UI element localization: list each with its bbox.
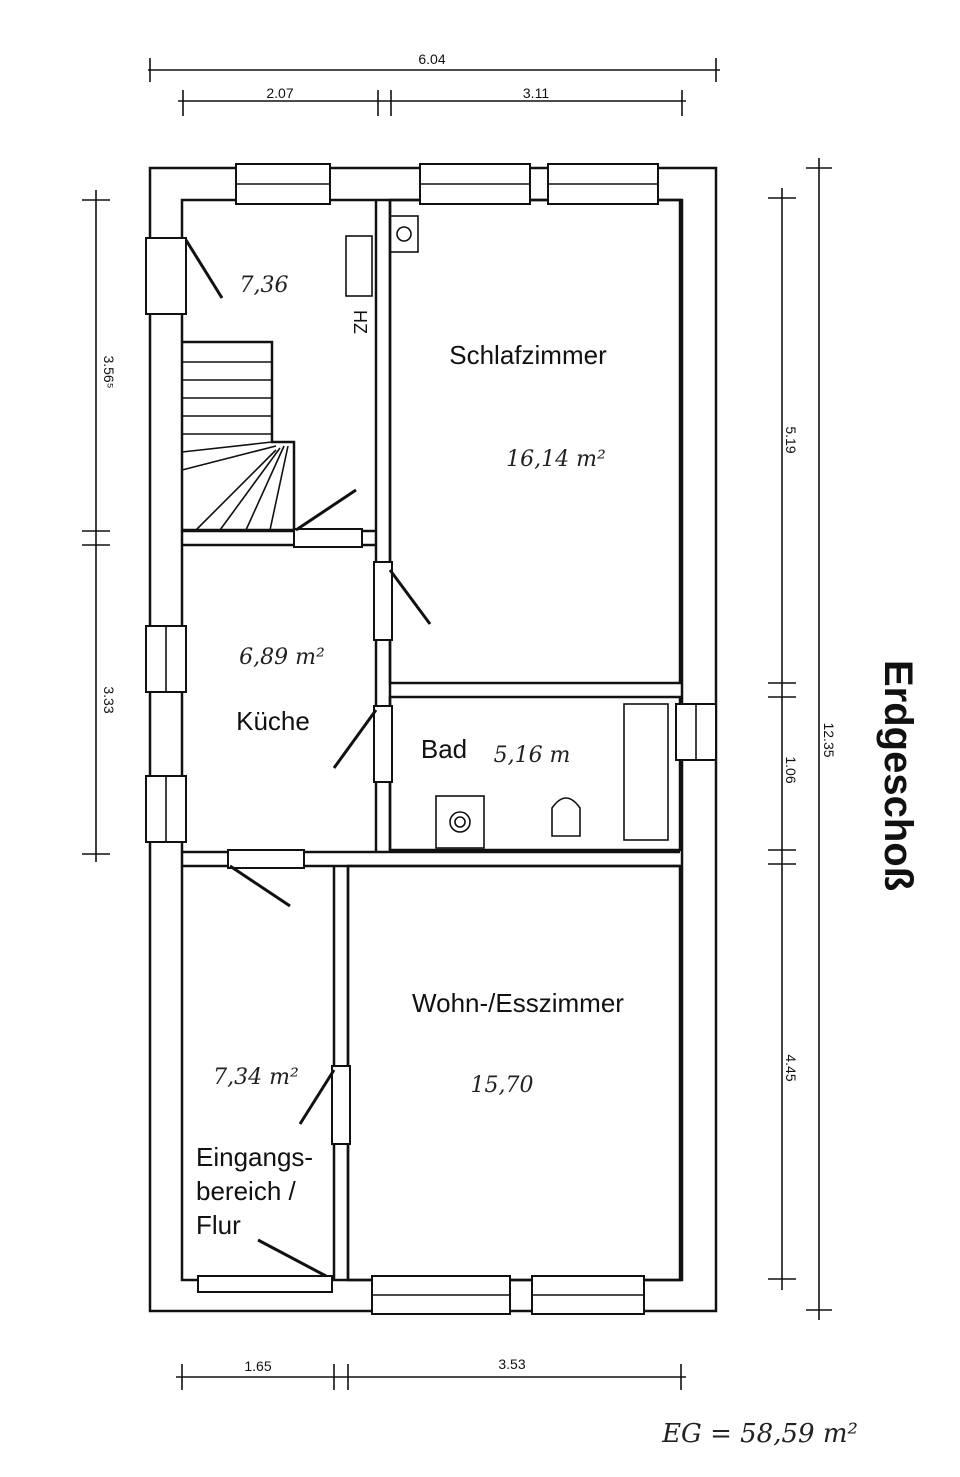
staircase: [181, 340, 296, 532]
room-schlafzimmer: Schlafzimmer: [449, 340, 607, 370]
bottom-dimensions: [176, 1364, 686, 1390]
room-wohn: Wohn-/Esszimmer: [412, 988, 624, 1018]
fixtures: [345, 215, 669, 849]
dim-bottom-left: 1.65: [244, 1358, 271, 1374]
dim-right-2: 1.06: [783, 756, 799, 783]
doors: [184, 239, 432, 1278]
dim-right-1: 5.19: [783, 426, 799, 453]
floor-title: Erdgeschoß: [876, 660, 920, 891]
area-flur: 7,34 m²: [213, 1065, 299, 1090]
top-dimensions: [148, 58, 720, 116]
room-bad: Bad: [421, 734, 467, 764]
area-bad: 5,16 m: [494, 743, 571, 768]
room-flur-line2: bereich /: [196, 1176, 296, 1206]
windows: [145, 163, 717, 1315]
right-dimensions: [768, 158, 832, 1320]
room-flur-line1: Eingangs-: [196, 1142, 313, 1172]
area-schlafzimmer: 16,14 m²: [506, 447, 606, 472]
dim-right-total: 12.35: [821, 722, 837, 757]
left-dimensions: [82, 190, 110, 862]
dim-left-upper: 3.56⁵: [101, 355, 117, 388]
hz-label: HZ: [350, 310, 370, 334]
area-treppe: 7,36: [240, 273, 289, 298]
dim-left-lower: 3.33: [101, 686, 117, 713]
area-kueche: 6,89 m²: [239, 645, 325, 670]
area-wohn: 15,70: [471, 1073, 534, 1098]
dim-bottom-right: 3.53: [498, 1356, 525, 1372]
summary-area: EG = 58,59 m²: [661, 1419, 858, 1449]
dim-right-3: 4.45: [783, 1054, 799, 1081]
dim-top-total: 6.04: [418, 51, 445, 67]
dim-top-left: 2.07: [266, 85, 293, 101]
room-kueche: Küche: [236, 706, 310, 736]
room-flur-line3: Flur: [196, 1210, 241, 1240]
dim-top-right: 3.11: [523, 85, 549, 101]
